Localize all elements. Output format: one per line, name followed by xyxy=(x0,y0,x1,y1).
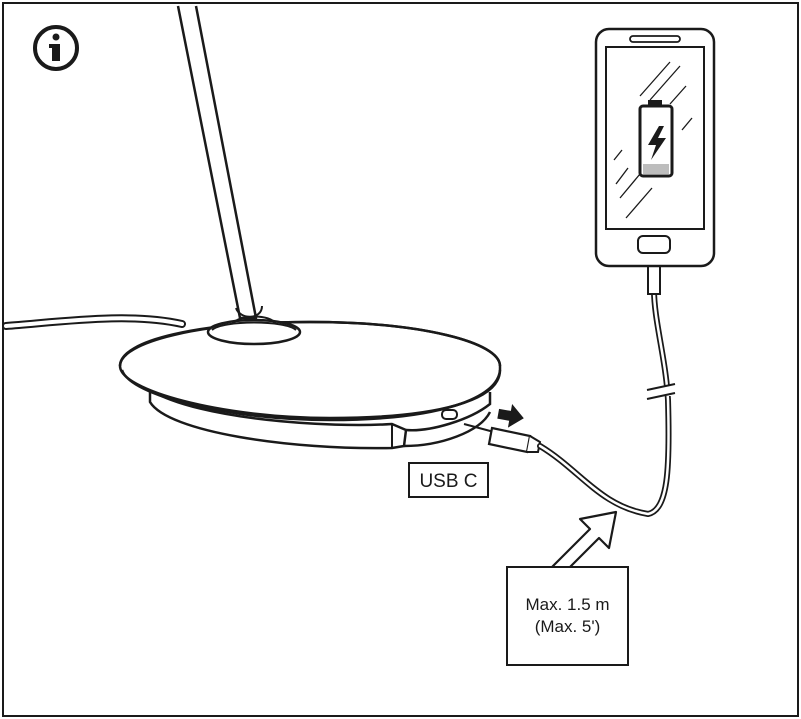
charging-cable xyxy=(537,265,676,518)
arrow-right-icon xyxy=(497,404,524,428)
info-icon xyxy=(33,25,79,71)
cable-length-max: Max. 1.5 m xyxy=(525,595,609,614)
lamp-arm xyxy=(176,5,263,320)
usb-c-label-box: USB C xyxy=(408,462,489,498)
cable-length-max-imperial: (Max. 5') xyxy=(535,617,601,636)
usb-c-port xyxy=(441,409,458,420)
cable-length-box: Max. 1.5 m (Max. 5') xyxy=(506,566,629,666)
usb-c-label: USB C xyxy=(419,471,477,492)
battery-charging-icon xyxy=(638,100,674,178)
lamp-base xyxy=(118,315,502,450)
home-button xyxy=(637,235,671,254)
